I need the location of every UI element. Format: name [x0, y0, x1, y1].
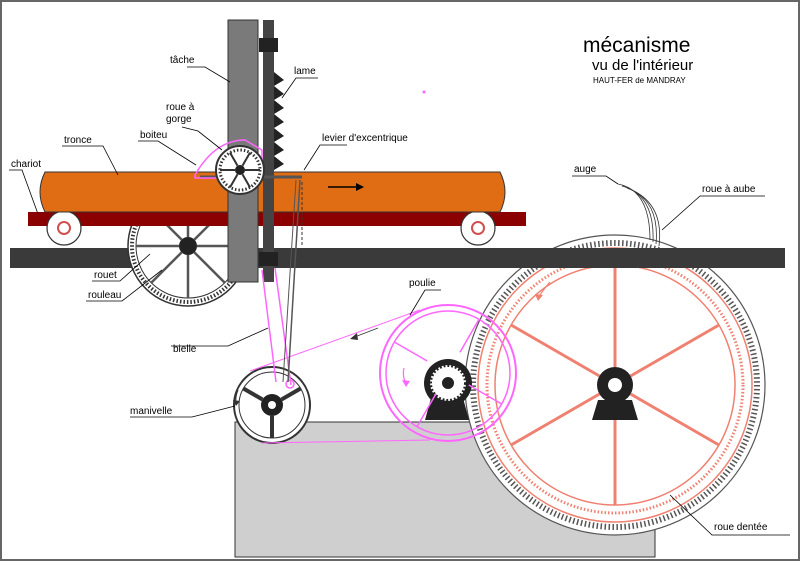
carriage [28, 212, 526, 226]
label-manivelle: manivelle [130, 406, 173, 417]
leader-lines [9, 66, 790, 536]
title-sub: vu de l'intérieur [592, 57, 693, 74]
saw-blade [274, 72, 284, 170]
label-poulie: poulie [409, 278, 436, 289]
rouet-spoke [150, 251, 183, 284]
crank-spoke [242, 386, 264, 402]
water-wheel-spoke [629, 323, 720, 378]
label-tronce: tronce [64, 135, 92, 146]
grooved-wheel-spoke [241, 152, 251, 167]
crank-spoke [280, 386, 302, 402]
drive-belt [249, 309, 431, 444]
label-lame: lame [294, 66, 316, 77]
pulley-spoke [468, 384, 503, 405]
label-roue-a-gorge-1: roue à [166, 102, 195, 113]
rotation-arrows [233, 281, 551, 406]
crank-wheel [233, 366, 311, 444]
carriage-wheel-left [46, 210, 82, 246]
rouet-spoke [193, 251, 226, 284]
pulley-spoke [416, 393, 437, 428]
pulley [379, 304, 517, 442]
title-main: mécanisme [583, 34, 690, 57]
label-roue-dentee: roue dentée [714, 522, 768, 533]
connecting-rod [261, 179, 301, 386]
label-bielle: bielle [173, 344, 197, 355]
blade-clamp-top [259, 38, 278, 52]
grooved-wheel-spoke [229, 173, 239, 188]
label-rouet: rouet [94, 270, 117, 281]
label-rouleau: rouleau [88, 290, 121, 301]
grooved-wheel-spoke [241, 173, 251, 188]
title-place: HAUT-FER de MANDRAY [593, 76, 686, 85]
grooved-wheel-spoke [229, 152, 239, 167]
blade-column [263, 20, 274, 282]
label-tache: tâche [170, 55, 195, 66]
water-wheel-spoke [629, 392, 720, 447]
stray-dot [422, 90, 426, 94]
blade-clamp-bottom [259, 252, 278, 266]
pulley-spoke [459, 318, 480, 353]
pulley-spoke [393, 341, 428, 362]
carriage-wheel-right [460, 210, 496, 246]
water-wheel-spoke [510, 323, 601, 378]
label-boiteu: boiteu [140, 130, 167, 141]
water-wheel [464, 234, 766, 536]
water-wheel-spoke [510, 392, 601, 447]
label-roue-a-gorge-2: gorge [166, 114, 192, 125]
direction-arrow [328, 183, 364, 191]
grooved-wheel [194, 139, 265, 195]
pinion-gear [424, 359, 472, 407]
water-jet [617, 183, 661, 247]
wheel-bearing [592, 400, 638, 420]
ground-rail [10, 248, 785, 268]
label-auge: auge [574, 164, 597, 175]
label-roue-a-aube: roue à aube [702, 184, 756, 195]
label-levier: levier d'excentrique [322, 133, 408, 144]
label-chariot: chariot [11, 159, 41, 170]
